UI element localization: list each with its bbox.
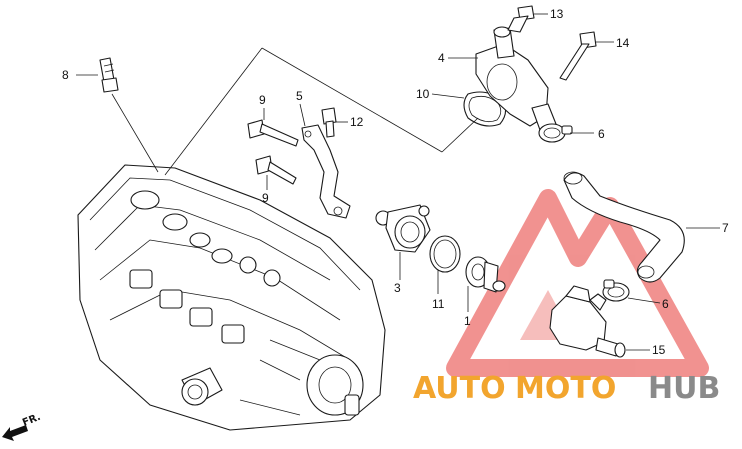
callout-7: 7 — [722, 221, 729, 235]
callout-6-lower: 6 — [662, 297, 669, 311]
part-9-bolt-upper — [247, 119, 299, 147]
part-15-fitting — [549, 285, 626, 358]
callout-9-lower: 9 — [262, 191, 269, 205]
part-12-bolt — [321, 107, 337, 138]
watermark-text: AUTO MOTO HUB — [413, 371, 720, 406]
callout-15: 15 — [652, 343, 666, 357]
leader-6b — [627, 297, 661, 304]
callout-12: 12 — [350, 115, 364, 129]
part-14-bolt — [559, 31, 597, 81]
part-6-clamp-upper — [538, 123, 573, 143]
leader-head-a — [164, 47, 263, 176]
part-6-clamp-lower — [602, 279, 630, 302]
callout-6-upper: 6 — [598, 127, 605, 141]
callout-1: 1 — [464, 314, 471, 328]
part-4-water-outlet — [475, 26, 557, 131]
callout-3: 3 — [394, 281, 401, 295]
leader-8-plug — [111, 93, 159, 173]
front-direction-marker: FR. — [2, 412, 42, 441]
part-11-o-ring — [429, 235, 461, 273]
watermark-hub: HUB — [648, 371, 720, 406]
callout-9-upper: 9 — [259, 93, 266, 107]
leader-head-b — [261, 47, 443, 153]
part-13-bolt — [507, 5, 535, 33]
cylinder-head — [77, 164, 386, 431]
callout-10: 10 — [416, 87, 430, 101]
callout-13: 13 — [550, 7, 564, 21]
leader-5 — [299, 103, 306, 127]
watermark-auto: AUTO — [413, 371, 506, 406]
callout-8: 8 — [62, 68, 69, 82]
front-arrow-icon — [2, 425, 28, 441]
part-8-plug — [99, 57, 119, 93]
part-9-bolt-lower — [255, 155, 297, 185]
front-label: FR. — [21, 412, 42, 429]
watermark-moto: MOTO — [515, 371, 616, 406]
callout-14: 14 — [616, 36, 630, 50]
callout-4: 4 — [438, 51, 445, 65]
part-3-thermostat-housing — [375, 204, 431, 253]
part-5-bracket — [301, 124, 351, 219]
part-1-thermostat — [465, 256, 506, 293]
leader-head-c — [441, 117, 479, 153]
leader-10 — [431, 93, 465, 99]
callout-5: 5 — [296, 89, 303, 103]
part-7-hose — [563, 171, 685, 283]
callout-11: 11 — [432, 297, 445, 311]
